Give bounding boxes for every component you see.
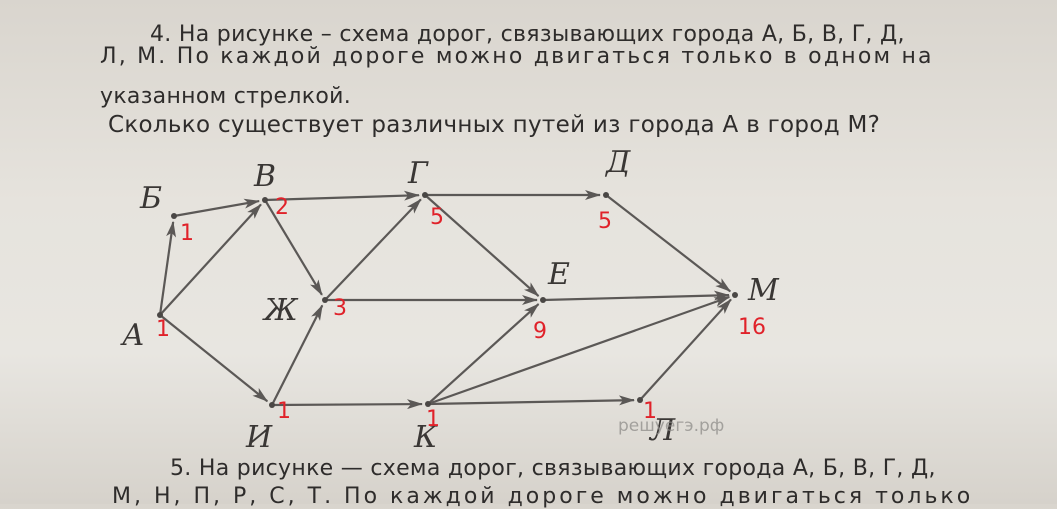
path-count-I: 1 [277, 399, 291, 424]
road-K-L [427, 395, 636, 406]
problem4-line3: указанном стрелкой. [100, 84, 351, 109]
road-E-M [542, 290, 731, 302]
city-dot-L [637, 397, 643, 403]
city-dot-E [540, 297, 546, 303]
road-D-M [605, 194, 732, 293]
city-dot-I [269, 402, 275, 408]
city-label-L: Л [648, 413, 676, 448]
path-count-D: 5 [598, 209, 612, 234]
city-label-A: А [120, 318, 145, 353]
road-K-M [427, 295, 731, 406]
problem5-line1: 5. На рисунке — схема дорог, связывающих… [170, 456, 936, 481]
city-dot-Zh [322, 297, 328, 303]
city-dot-A [157, 312, 163, 318]
road-A-B [158, 220, 177, 316]
problem5-line2: М, Н, П, Р, С, Т. По каждой дороге можно… [112, 484, 974, 509]
city-label-B: Б [139, 181, 162, 216]
city-dot-K [425, 401, 431, 407]
road-K-E [427, 303, 540, 405]
road-A-I [159, 314, 269, 403]
city-dot-G [422, 192, 428, 198]
path-count-E: 9 [533, 319, 547, 344]
roads-layer [158, 190, 732, 410]
path-count-V: 2 [275, 195, 289, 220]
watermark: решуегэ.рф [618, 416, 724, 436]
city-label-I: И [245, 420, 273, 455]
city-dot-V [262, 197, 268, 203]
road-G-E [424, 194, 540, 297]
path-count-M: 16 [738, 315, 766, 340]
path-count-K: 1 [426, 407, 440, 432]
city-label-M: М [747, 273, 780, 308]
city-label-D: Д [604, 145, 631, 180]
path-count-L: 1 [643, 399, 657, 424]
path-count-A: 1 [156, 317, 170, 342]
road-V-G [264, 190, 421, 202]
city-label-E: Е [547, 257, 570, 292]
city-dots [157, 192, 738, 408]
problem4-line1: 4. На рисунке – схема дорог, связывающих… [150, 22, 905, 47]
road-A-V [159, 203, 262, 316]
road-I-Zh [271, 304, 324, 406]
path-count-annotations: 1 1 2 5 5 3 9 16 1 1 1 [156, 195, 766, 432]
city-label-Zh: Ж [262, 293, 299, 328]
path-count-Zh: 3 [333, 296, 347, 321]
city-label-V: В [253, 159, 276, 194]
road-Zh-G [324, 198, 422, 301]
road-V-Zh [264, 199, 323, 296]
path-count-G: 5 [430, 205, 444, 230]
city-dot-B [171, 213, 177, 219]
path-count-B: 1 [180, 221, 194, 246]
road-L-M [639, 298, 732, 401]
city-labels: А Б В Г Д Ж Е М И К Л [120, 145, 780, 455]
city-label-G: Г [407, 156, 429, 191]
road-B-V [173, 198, 261, 218]
road-I-K [271, 399, 424, 410]
city-dot-M [732, 292, 738, 298]
problem4-question: Сколько существует различных путей из го… [108, 112, 881, 138]
city-dot-D [603, 192, 609, 198]
problem4-line2: Л, М. По каждой дороге можно двигаться т… [100, 44, 934, 69]
city-label-K: К [413, 420, 438, 455]
